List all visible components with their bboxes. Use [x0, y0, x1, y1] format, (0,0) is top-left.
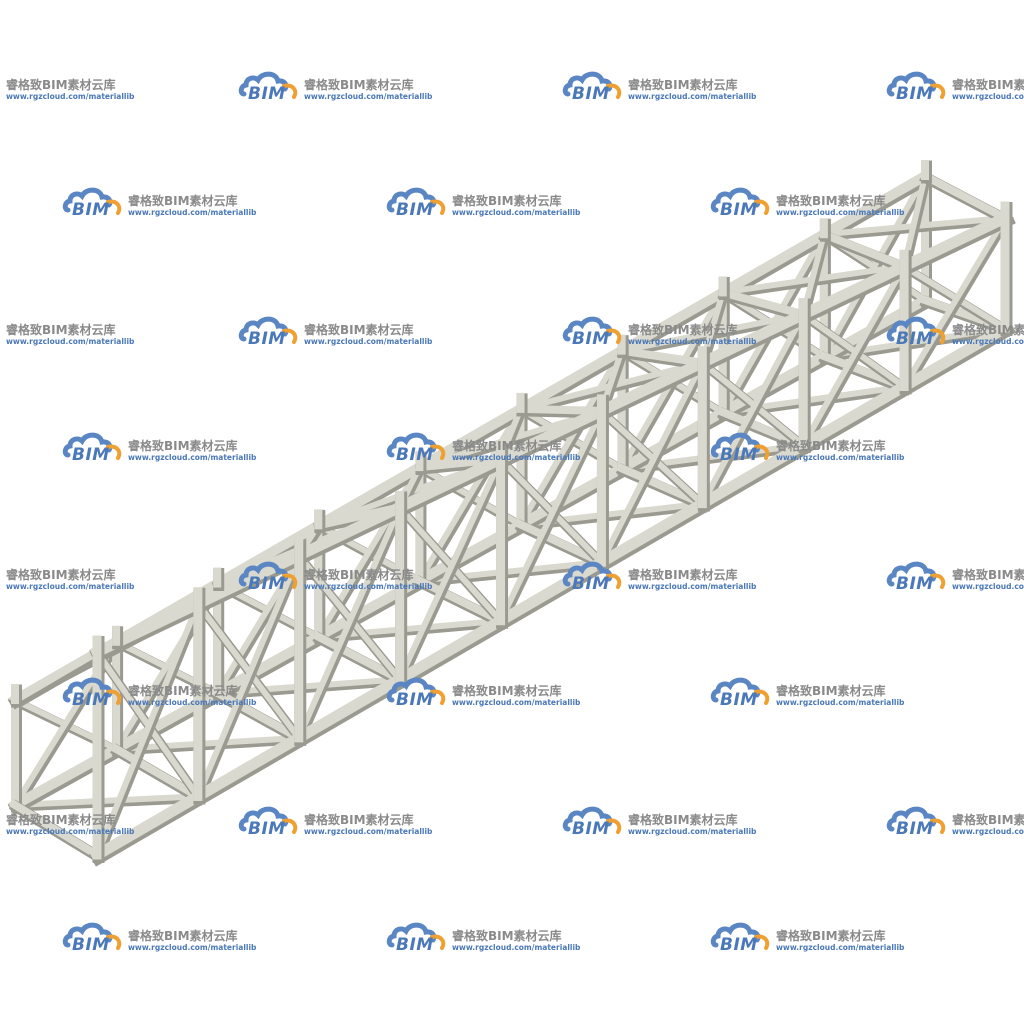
bottom-crossbar: [211, 687, 305, 744]
top-crossbar: [516, 404, 606, 415]
front-diagonal: [597, 358, 707, 567]
front-diagonal: [899, 213, 1010, 391]
top-crossbar: [9, 646, 103, 706]
top-crossbar: [717, 287, 809, 320]
front-diagonal: [799, 262, 909, 450]
front-diagonal: [395, 455, 505, 684]
front-diagonal: [93, 599, 202, 859]
bottom-crossbar: [515, 519, 607, 568]
bottom-crossbar: [414, 575, 506, 627]
top-crossbar: [919, 170, 1011, 224]
bottom-crossbar: [110, 743, 204, 802]
bottom-front-chord: [89, 320, 1013, 863]
front-diagonal: [496, 406, 606, 625]
bottom-diagonal: [11, 793, 202, 809]
top-crossbar: [617, 346, 707, 368]
truss-members: [7, 160, 1017, 867]
bottom-crossbar: [9, 799, 103, 861]
bottom-crossbar: [312, 631, 406, 685]
front-diagonal: [193, 551, 303, 801]
back-diagonal: [819, 171, 930, 361]
front-diagonal: [294, 503, 404, 742]
front-diagonal: [698, 310, 808, 508]
top-crossbar: [818, 229, 910, 272]
